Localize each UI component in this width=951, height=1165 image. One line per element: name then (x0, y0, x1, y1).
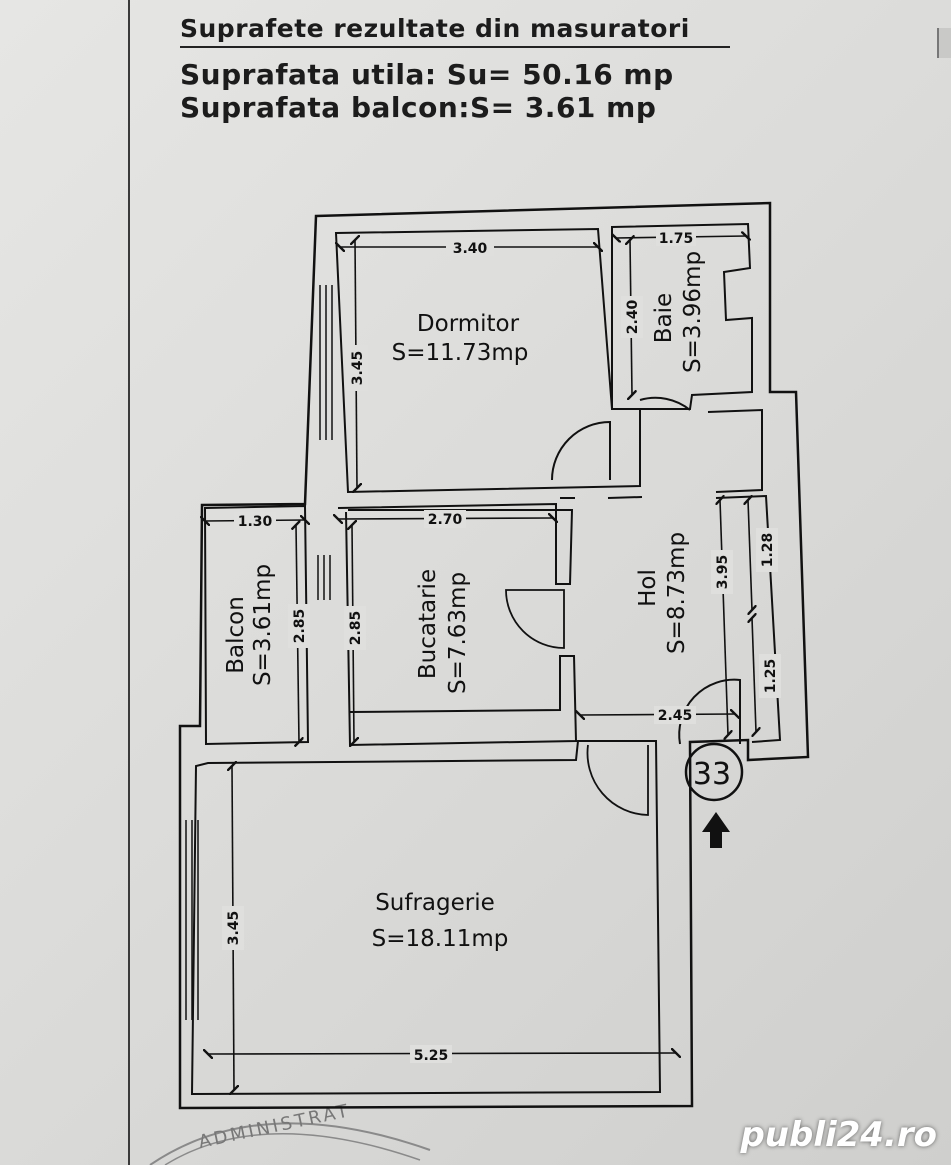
apartment-number-badge: 33 (684, 742, 744, 802)
room-area-dormitor: S=11.73mp (392, 340, 529, 366)
room-area-hol: S=8.73mp (664, 532, 690, 654)
dim-baie-width: 1.75 (659, 231, 694, 247)
dim-bucatarie-width: 2.70 (428, 512, 463, 528)
dim-sufragerie-height: 3.45 (226, 911, 242, 946)
balcony-area-text: Suprafata balcon:S= 3.61 mp (180, 91, 657, 124)
page-title: Suprafete rezultate din masuratori (180, 14, 730, 48)
bath-outline (611, 222, 753, 410)
balcony-outline (203, 504, 310, 746)
bedroom-door (551, 420, 611, 481)
margin-line (128, 0, 130, 1165)
room-name-bucatarie: Bucatarie (415, 569, 441, 679)
bath-door (639, 396, 691, 411)
entrance-arrow-icon (702, 812, 730, 848)
hallway-closet (707, 408, 782, 743)
dim-hol-width: 2.45 (658, 708, 693, 724)
useful-area-text: Suprafata utila: Su= 50.16 mp (180, 58, 674, 91)
room-name-dormitor: Dormitor (417, 311, 520, 337)
administration-stamp: ADMINISTRAT (149, 1100, 431, 1165)
dim-sufragerie-width: 5.25 (414, 1048, 449, 1064)
dim-dormitor-height: 3.45 (350, 351, 366, 386)
room-area-bucatarie: S=7.63mp (445, 572, 471, 694)
room-name-balcon: Balcon (223, 596, 249, 674)
living-outline (190, 740, 662, 1096)
dim-hol-closet-bottom: 1.25 (763, 659, 779, 694)
room-area-balcon: S=3.61mp (250, 564, 276, 686)
living-door (586, 744, 649, 816)
room-area-sufragerie: S=18.11mp (372, 926, 509, 952)
dim-baie-height: 2.40 (625, 299, 641, 334)
header: Suprafete rezultate din masuratori Supra… (180, 14, 730, 124)
window-hatches (185, 285, 333, 1020)
doors (505, 396, 741, 816)
kitchen-door (505, 589, 565, 649)
dim-bucatarie-height: 2.85 (348, 611, 364, 646)
room-name-hol: Hol (635, 569, 661, 607)
dim-balcon-height: 2.85 (292, 609, 308, 644)
page-edge-mark (937, 28, 951, 58)
room-name-baie: Baie (651, 293, 677, 343)
dim-dormitor-width: 3.40 (453, 241, 488, 257)
dim-hol-height: 3.95 (715, 555, 731, 590)
watermark: publi24.ro (740, 1115, 937, 1155)
room-name-sufragerie: Sufragerie (375, 890, 495, 916)
apartment-number: 33 (693, 757, 731, 792)
room-area-baie: S=3.96mp (680, 251, 706, 373)
dim-hol-closet-top: 1.28 (760, 533, 776, 568)
outer-wall (178, 201, 810, 1110)
dim-balcon-width: 1.30 (238, 514, 273, 530)
dimension-labels: 3.40 3.45 1.75 2.40 1.30 2.85 2.70 2.85 … (222, 228, 781, 1064)
